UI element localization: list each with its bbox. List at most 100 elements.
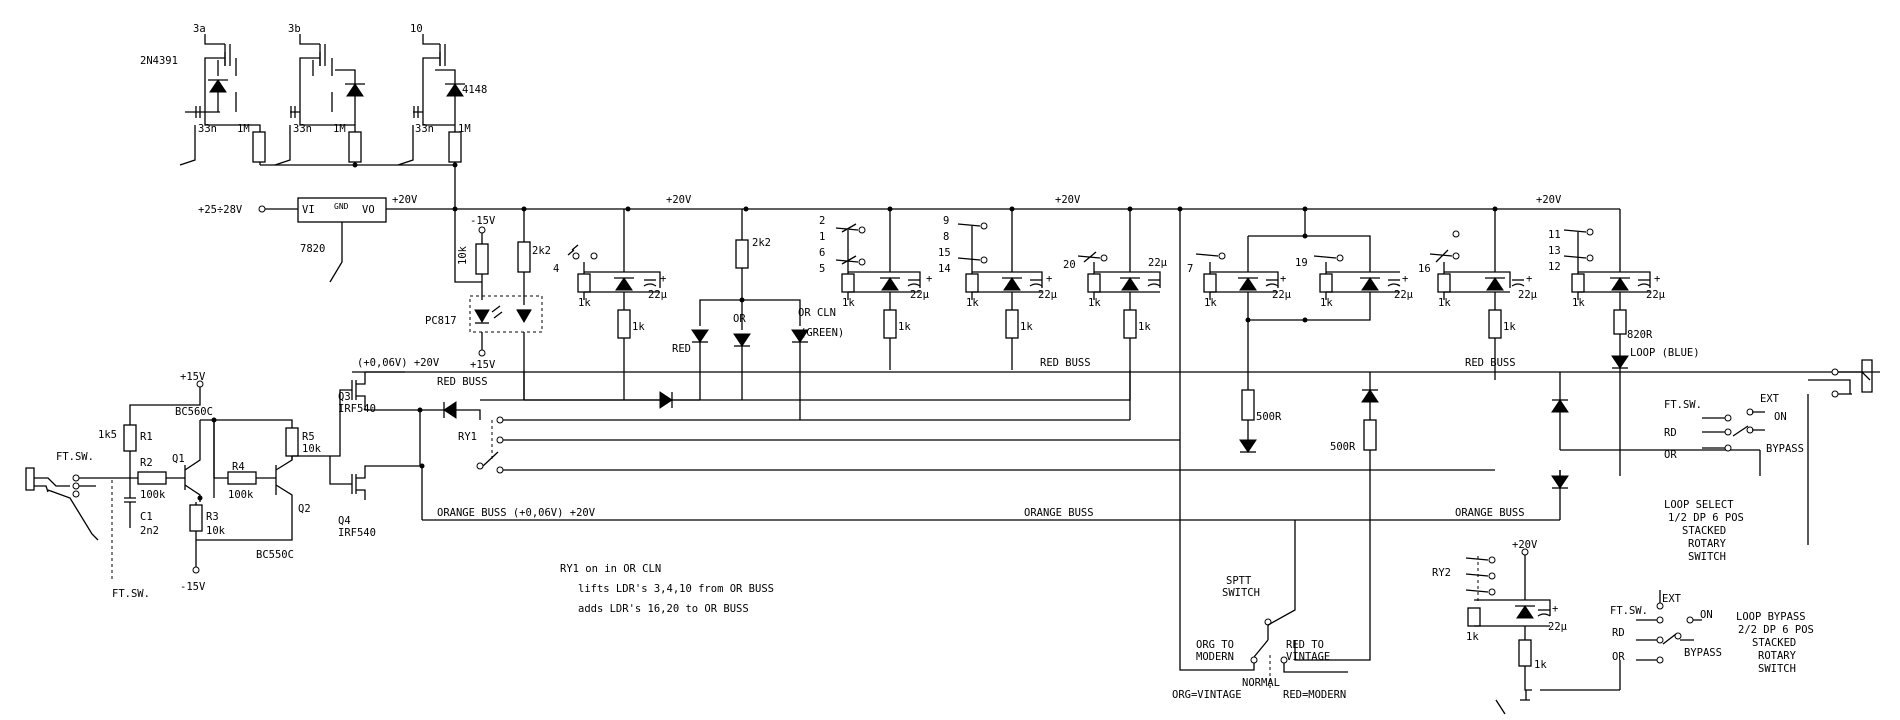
ldr-diode-icon xyxy=(615,277,633,291)
ldr-stage-3: 9 8 15 14 1k + 22µ 1k xyxy=(938,209,1058,370)
footswitch-driver: FT.SW. FT.SW. +15V 1k5 R1 R2 100k C1 2n2… xyxy=(25,371,425,600)
power-supply: +25÷28V VI GND VO 7820 +20V +20V +20V +2… xyxy=(198,194,1620,283)
loop-led-label: LOOP (BLUE) xyxy=(1630,347,1700,359)
ldr-cap-label: 22µ xyxy=(1272,289,1292,301)
r3-label: R3 xyxy=(206,511,219,523)
spdt-right: RED TO xyxy=(1286,639,1324,651)
resistor-icon xyxy=(189,504,203,532)
pc817-package xyxy=(469,295,543,333)
resistor-icon xyxy=(123,424,137,452)
relay-coil-icon xyxy=(1203,273,1217,293)
ldr-diode-icon xyxy=(881,277,899,291)
ldr-res-label: 1k xyxy=(1088,297,1101,309)
ldr-pin-label: 13 xyxy=(1548,245,1561,257)
reg-pin-vo: VO xyxy=(362,204,375,216)
loop-bypass-or: OR xyxy=(1612,651,1625,663)
q1-part-label: BC560C xyxy=(175,406,213,418)
ldr-res-label: 1k xyxy=(1204,297,1217,309)
ldr-pin-label: 12 xyxy=(1548,261,1561,273)
q3-part-label: IRF540 xyxy=(338,403,376,415)
opto-res-b-label: 2k2 xyxy=(532,245,551,257)
ry1-label: RY1 xyxy=(458,431,477,443)
ldr-stage-2: 2 1 6 5 1k + 22µ 1k xyxy=(819,209,932,370)
relay-coil-icon xyxy=(1467,607,1481,627)
jfet-section: 3a 2N4391 33n 1M 3b 33n 1M xyxy=(140,23,487,210)
ldr-res-label: 1k xyxy=(1320,297,1333,309)
rail-label: +20V xyxy=(666,194,692,206)
loop-bypass-title: STACKED xyxy=(1752,637,1796,649)
orange-buss-label: ORANGE BUSS (+0,06V) +20V xyxy=(437,507,596,519)
loop-select-bypass: BYPASS xyxy=(1766,443,1804,455)
diode-icon xyxy=(209,79,227,93)
ldr-pin-label: 2 xyxy=(819,215,825,227)
svg-text:+: + xyxy=(1280,273,1286,285)
led-label: OR xyxy=(733,313,746,325)
ft-jack-label: FT.SW. xyxy=(56,451,94,463)
r5-value: 10k xyxy=(302,443,322,455)
ldr-stage-8: 11 13 12 1k + 22µ 820R LOOP (BLUE) xyxy=(1548,209,1700,476)
buses: RED BUSS RED BUSS RED BUSS ORANGE BUSS (… xyxy=(352,357,1880,521)
q3-label: Q3 xyxy=(338,391,351,403)
orange-buss-label: ORANGE BUSS xyxy=(1455,507,1525,519)
loop-select-switch: FT.SW. RD OR EXT ON BYPASS LOOP SELECT 1… xyxy=(1664,359,1873,563)
resistor-icon xyxy=(1363,419,1377,451)
r4-value: 100k xyxy=(228,489,254,501)
red-buss-label: RED BUSS xyxy=(1040,357,1091,369)
resistor-icon xyxy=(517,241,531,273)
r4-label: R4 xyxy=(232,461,245,473)
c1-value: 2n2 xyxy=(140,525,159,537)
ldr-pin-label: 4 xyxy=(553,263,559,275)
red-buss-label: RED BUSS xyxy=(1465,357,1516,369)
ldr-stage-6: 19 1k + 22µ 500R xyxy=(1294,254,1414,661)
diode-icon xyxy=(346,83,364,97)
indicator-res-label: 2k2 xyxy=(752,237,771,249)
c1-label: C1 xyxy=(140,511,153,523)
loop-select-ft: FT.SW. xyxy=(1664,399,1702,411)
ldr-cap-label: 22µ xyxy=(1038,289,1058,301)
relay-coil-icon xyxy=(1437,273,1451,293)
ldr-cap-label: 22µ xyxy=(1394,289,1414,301)
diode-icon xyxy=(446,83,464,97)
fet-res-label: 1M xyxy=(333,123,346,135)
spdt-left: MODERN xyxy=(1196,651,1234,663)
fet-res-label: 1M xyxy=(237,123,250,135)
ldr-stage-1: 4 1k + 22µ 1k xyxy=(553,209,668,400)
r5-label: R5 xyxy=(302,431,315,443)
resistor-icon xyxy=(285,427,299,457)
loop-bypass-rd: RD xyxy=(1612,627,1625,639)
rail-label: +20V xyxy=(1536,194,1562,206)
spdt-title: SWITCH xyxy=(1222,587,1260,599)
svg-text:+: + xyxy=(1654,273,1660,285)
notes: RY1 on in OR CLN lifts LDR's 3,4,10 from… xyxy=(560,563,774,615)
optocoupler: -15V 10k 2k2 PC817 +15V xyxy=(425,209,551,400)
ldr-res-label: 1k xyxy=(966,297,979,309)
jfet-10: 10 4148 33n 1M xyxy=(397,23,487,166)
resistor-icon xyxy=(252,131,266,163)
resistor-icon xyxy=(448,131,462,163)
diode-icon xyxy=(1239,439,1257,453)
loop-select-rd: RD xyxy=(1664,427,1677,439)
ldr-load-label: 1k xyxy=(1503,321,1516,333)
spdt-normal: NORMAL xyxy=(1242,677,1280,689)
ldr-pin-label: 20 xyxy=(1063,259,1076,271)
ry2-load-label: 1k xyxy=(1534,659,1547,671)
loop-select-or: OR xyxy=(1664,449,1677,461)
note-line: adds LDR's 16,20 to OR BUSS xyxy=(578,603,749,615)
ldr-cap-label: 22µ xyxy=(1148,257,1168,269)
relay-coil-icon xyxy=(841,273,855,293)
q3-mosfet: Q3 IRF540 xyxy=(338,372,420,415)
reg-pin-gnd: GND xyxy=(334,202,349,211)
ldr-load-label: 1k xyxy=(898,321,911,333)
relay-coil-icon xyxy=(965,273,979,293)
q4-mosfet: Q4 IRF540 xyxy=(338,465,422,539)
ldr-load-label: 820R xyxy=(1627,329,1653,341)
ldr-diode-icon xyxy=(1361,277,1379,291)
loop-bypass-on: ON xyxy=(1700,609,1713,621)
ldr-diode-icon xyxy=(1239,277,1257,291)
loop-select-title: SWITCH xyxy=(1688,551,1726,563)
red-offset-label: (+0,06V) +20V xyxy=(357,357,440,369)
ldr-pin-label: 11 xyxy=(1548,229,1561,241)
resistor-icon xyxy=(883,309,897,339)
fet-diode-label: 4148 xyxy=(462,84,487,96)
r3-value: 10k xyxy=(206,525,226,537)
